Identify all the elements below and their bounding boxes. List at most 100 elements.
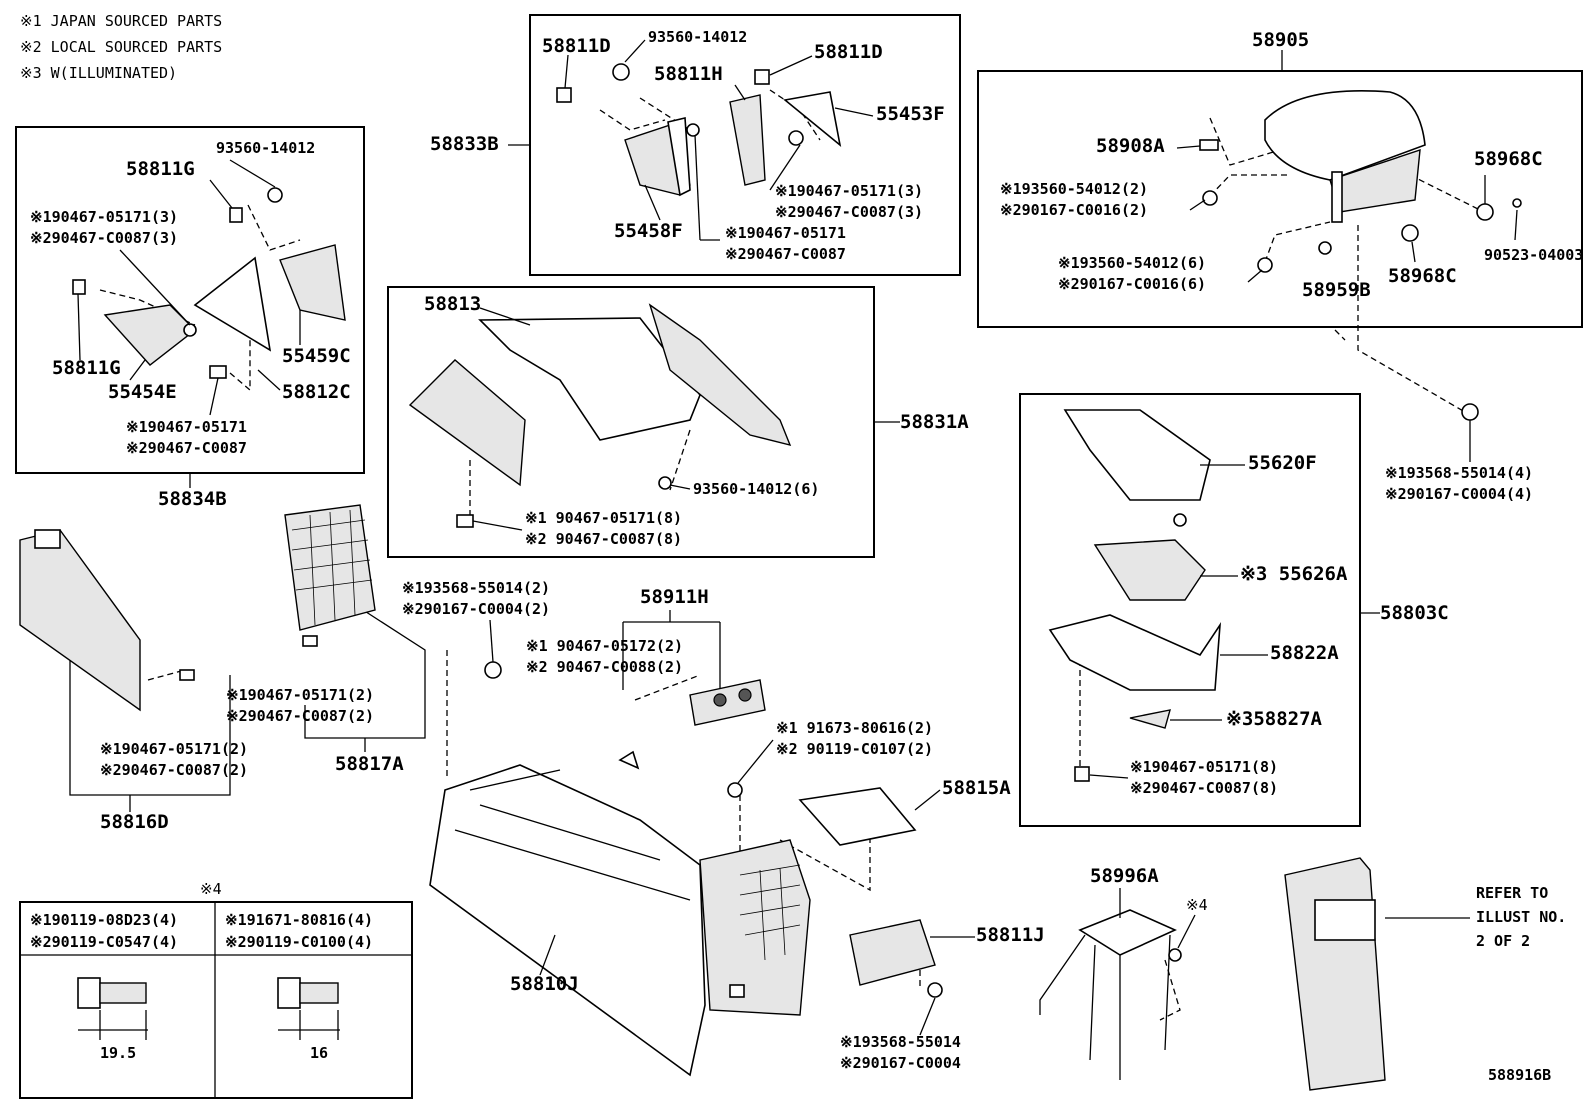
clip-58811g-b bbox=[72, 279, 86, 295]
label-58812c: 58812C bbox=[282, 381, 351, 403]
label-91673-80616-2: ※1 91673-80616(2) bbox=[776, 719, 933, 737]
label-58816d: 58816D bbox=[100, 811, 169, 833]
label-58827a: ※358827A bbox=[1226, 708, 1323, 730]
label-90467-05171-mid: ※190467-05171 bbox=[725, 224, 846, 242]
legend-item-illuminated: ※3 W(ILLUMINATED) bbox=[20, 64, 177, 82]
label-58815a: 58815A bbox=[942, 777, 1011, 799]
part-58831a-assembly bbox=[408, 303, 792, 528]
legend-item-local: ※2 LOCAL SOURCED PARTS bbox=[20, 38, 222, 56]
part-58827a bbox=[1129, 709, 1171, 729]
clip-58811d-b bbox=[754, 69, 770, 85]
label-93560-14012-6: 93560-14012(6) bbox=[693, 480, 819, 498]
label-93560-54012-6: ※193560-54012(6) bbox=[1058, 254, 1206, 272]
label-90467-c0088-2: ※2 90467-C0088(2) bbox=[526, 658, 683, 676]
label-90467-05171-left: ※190467-05171 bbox=[126, 418, 247, 436]
label-93560-14012-left: 93560-14012 bbox=[216, 139, 315, 157]
part-58815a bbox=[798, 787, 917, 846]
part-55620f bbox=[1063, 409, 1211, 501]
label-90467-05171-8-right: ※190467-05171(8) bbox=[1130, 758, 1278, 776]
label-90467-c0087-8-right: ※290467-C0087(8) bbox=[1130, 779, 1278, 797]
label-refer-line1: REFER TO bbox=[1476, 884, 1548, 902]
part-58817a-panel bbox=[284, 504, 376, 647]
label-90167-c0016-2: ※290167-C0016(2) bbox=[1000, 201, 1148, 219]
legend: ※1 JAPAN SOURCED PARTS ※2 LOCAL SOURCED … bbox=[20, 12, 222, 82]
part-58911h-switch bbox=[618, 679, 766, 770]
label-90167-c0004-2: ※290167-C0004(2) bbox=[402, 600, 550, 618]
label-55620f: 55620F bbox=[1248, 452, 1317, 474]
bolt-icon-2 bbox=[277, 977, 340, 1040]
label-refer-line3: 2 OF 2 bbox=[1476, 932, 1530, 950]
part-58810j-console bbox=[429, 764, 811, 1077]
bolt-91673-80616 bbox=[727, 782, 743, 798]
label-93568-55014-2: ※193568-55014(2) bbox=[402, 579, 550, 597]
part-55453f bbox=[783, 91, 842, 148]
label-55458f: 55458F bbox=[614, 220, 683, 242]
label-58811j: 58811J bbox=[976, 924, 1045, 946]
part-58834b-assembly bbox=[72, 187, 346, 379]
label-58811g-b: 58811G bbox=[52, 357, 121, 379]
callout-labels: 58811D 93560-14012 58811D 58811H 55453F … bbox=[30, 28, 1583, 1084]
label-90467-05171-2-a: ※190467-05171(2) bbox=[226, 686, 374, 704]
part-58822a bbox=[1048, 614, 1222, 691]
label-90167-c0016-6: ※290167-C0016(6) bbox=[1058, 275, 1206, 293]
label-58813: 58813 bbox=[424, 293, 481, 315]
label-90467-c0087-mid: ※290467-C0087 bbox=[725, 245, 846, 263]
label-55459c: 55459C bbox=[282, 345, 351, 367]
clip-58811d-a bbox=[556, 87, 572, 103]
armrest-lid bbox=[1264, 90, 1426, 181]
label-90467-c0087-8-mid: ※2 90467-C0087(8) bbox=[525, 530, 682, 548]
screw-93560-14012-top bbox=[612, 63, 630, 81]
part-58996a-bracket bbox=[1039, 909, 1182, 1080]
group-box-58905 bbox=[977, 70, 1583, 328]
part-58803c-assembly bbox=[1048, 409, 1222, 782]
part-58968c-b bbox=[1401, 224, 1419, 242]
part-58908a bbox=[1199, 139, 1219, 151]
part-55459c bbox=[279, 244, 346, 321]
label-93560-54012-2: ※193560-54012(2) bbox=[1000, 180, 1148, 198]
label-58833b: 58833B bbox=[430, 133, 499, 155]
label-58811g-a: 58811G bbox=[126, 158, 195, 180]
bolt-dim-1: 19.5 bbox=[100, 1044, 136, 1062]
label-58817a: 58817A bbox=[335, 753, 404, 775]
label-58831a: 58831A bbox=[900, 411, 969, 433]
side-panel-right bbox=[648, 303, 792, 447]
label-90467-05171-3-left: ※190467-05171(3) bbox=[30, 208, 178, 226]
label-58968c-b: 58968C bbox=[1388, 265, 1457, 287]
label-55454e: 55454E bbox=[108, 381, 177, 403]
part-58812c bbox=[193, 256, 272, 352]
label-90467-05172-2: ※1 90467-05172(2) bbox=[526, 637, 683, 655]
label-58803c: 58803C bbox=[1380, 602, 1449, 624]
label-58959b: 58959B bbox=[1302, 279, 1371, 301]
label-93560-14012-top: 93560-14012 bbox=[648, 28, 747, 46]
bolt-table-col2-line2: ※290119-C0100(4) bbox=[225, 933, 373, 951]
label-58996a: 58996A bbox=[1090, 865, 1159, 887]
label-58908a: 58908A bbox=[1096, 135, 1165, 157]
label-90167-c0004-4: ※290167-C0004(4) bbox=[1385, 485, 1533, 503]
label-90467-c0087-2-b: ※290467-C0087(2) bbox=[100, 761, 248, 779]
part-58968c-a bbox=[1476, 203, 1494, 221]
bolt-table-heading: ※4 bbox=[200, 880, 222, 898]
label-90467-05171-3-top: ※190467-05171(3) bbox=[775, 182, 923, 200]
screw-93568-55014-2 bbox=[484, 661, 502, 679]
label-58811d-b: 58811D bbox=[814, 41, 883, 63]
label-90467-c0087-2-a: ※290467-C0087(2) bbox=[226, 707, 374, 725]
legend-item-japan: ※1 JAPAN SOURCED PARTS bbox=[20, 12, 222, 30]
bracket-lines bbox=[69, 50, 1380, 812]
label-90467-05171-2-b: ※190467-05171(2) bbox=[100, 740, 248, 758]
label-90167-c0004: ※290167-C0004 bbox=[840, 1054, 961, 1072]
label-93568-55014: ※193568-55014 bbox=[840, 1033, 961, 1051]
label-58811h: 58811H bbox=[654, 63, 723, 85]
bolt-dim-2: 16 bbox=[310, 1044, 328, 1062]
label-90467-c0087-3-left: ※290467-C0087(3) bbox=[30, 229, 178, 247]
clip-58811g-a bbox=[229, 207, 243, 223]
label-58810j: 58810J bbox=[510, 973, 579, 995]
part-58833b-assembly bbox=[556, 63, 842, 197]
label-90119-c0107-2: ※2 90119-C0107(2) bbox=[776, 740, 933, 758]
part-58811j bbox=[849, 919, 943, 998]
bolt-table-col1-line1: ※190119-08D23(4) bbox=[30, 911, 178, 929]
label-55453f: 55453F bbox=[876, 103, 945, 125]
screw-93568-55014-4 bbox=[1461, 403, 1479, 421]
label-93568-55014-4: ※193568-55014(4) bbox=[1385, 464, 1533, 482]
bolt-icon-1 bbox=[77, 977, 148, 1040]
